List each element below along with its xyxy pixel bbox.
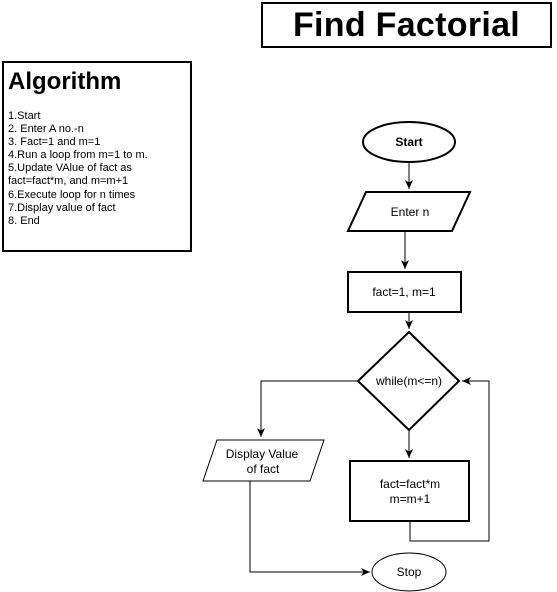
algorithm-box: Algorithm 1.Start 2. Enter A no.-n 3. Fa… [2,61,192,252]
output-label-line1: Display Value [226,447,299,461]
condition-label: while(m<=n) [375,374,442,388]
loop-body-node [349,460,470,522]
algorithm-step: 5.Update VAlue of fact as [8,162,132,175]
loop-body-label-line1: fact=fact*m [380,477,440,491]
algorithm-steps: 1.Start 2. Enter A no.-n 3. Fact=1 and m… [8,110,186,228]
start-label: Start [395,135,422,149]
input-label: Enter n [391,205,430,219]
init-node [347,271,462,313]
title-box: Find Factorial [261,2,552,48]
input-node [346,191,472,232]
init-label: fact=1, m=1 [372,285,436,299]
loop-body-label-line2: m=m+1 [390,492,431,506]
algorithm-step: 2. Enter A no.-n [8,123,84,136]
algorithm-step: fact=fact*m, and m=m+1 [8,175,129,188]
algorithm-heading: Algorithm [8,68,122,95]
algorithm-step: 3. Fact=1 and m=1 [8,136,101,149]
arrow-condition-to-output [257,380,358,437]
page-title: Find Factorial [292,5,521,44]
stop-label: Stop [397,565,422,579]
arrow-output-to-stop [249,481,370,576]
output-node [202,439,325,482]
output-label-line2: of fact [247,462,280,476]
algorithm-step: 4.Run a loop from m=1 to m. [8,149,148,162]
algorithm-step: 7.Display value of fact [8,201,116,214]
algorithm-step: 8. End [8,214,40,227]
algorithm-step: 1.Start [8,110,41,122]
stop-node [371,552,447,592]
algorithm-step: 6.Execute loop for n times [8,188,136,201]
arrow-loop-back [409,377,490,542]
